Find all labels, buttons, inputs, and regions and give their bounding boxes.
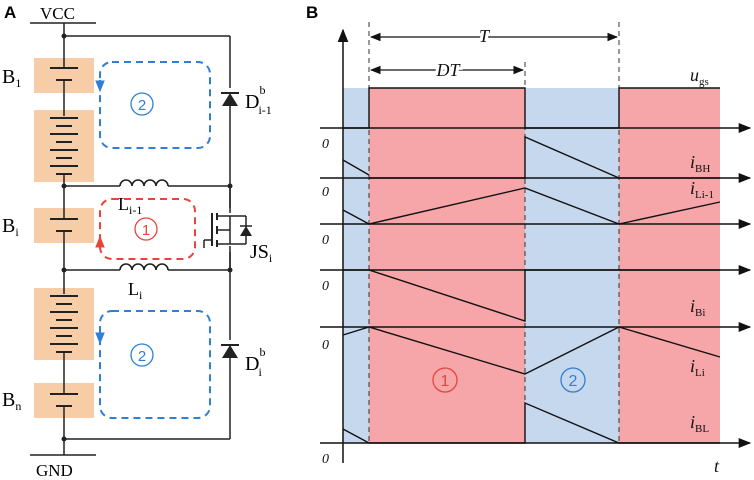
battery-b1-label: B1 (2, 66, 21, 90)
region-blue-1 (343, 88, 369, 443)
waveform-lines (342, 87, 721, 444)
zero-label: 0 (322, 338, 329, 353)
vcc-label: VCC (40, 4, 75, 23)
inductor-l-i (64, 263, 230, 271)
mosfet-switch (203, 186, 252, 270)
zero-label: 0 (322, 233, 329, 248)
svg-text:2: 2 (138, 348, 146, 365)
panel-a-circuit: A VCC GND (2, 3, 273, 480)
panel-a-label: A (4, 3, 16, 22)
svg-text:2: 2 (138, 97, 146, 114)
gnd-label: GND (36, 461, 73, 480)
signal-label-ibl: iBL (690, 412, 709, 435)
region-pink-1 (369, 88, 525, 443)
mosfet-label: JSi (250, 241, 273, 265)
zero-label: 0 (322, 452, 329, 467)
svg-text:2: 2 (569, 373, 578, 390)
signal-labels: ugs iBH iLi-1 iBi iLi iBL (690, 65, 714, 435)
zero-label: 0 (322, 185, 329, 200)
inductor-l-prev-label: Li-1 (118, 194, 142, 217)
ibh-wave (342, 135, 720, 179)
inductor-l-i-label: Li (128, 279, 143, 302)
signal-label-ili-prev: iLi-1 (690, 178, 714, 201)
signal-label-ibh: iBH (690, 152, 710, 175)
svg-text:1: 1 (441, 373, 450, 390)
zero-labels: 0 0 0 0 0 0 (322, 137, 329, 467)
diode-top (221, 88, 239, 106)
signal-label-ugs: ugs (690, 65, 709, 88)
ugs-wave (343, 87, 720, 129)
duty-label: DT (435, 60, 461, 80)
svg-text:1: 1 (142, 222, 150, 239)
diode-bottom (221, 340, 239, 358)
loop-top: ② 2 (95, 61, 211, 149)
battery-bi-label: Bi (2, 215, 19, 239)
loop-bottom: ② 2 (95, 310, 211, 419)
inductor-l-prev (64, 179, 230, 187)
t-axis-label: t (714, 456, 720, 476)
panel-b-waveforms: B T DT 0 0 0 0 0 (306, 3, 752, 476)
zero-label: 0 (322, 137, 329, 152)
region-blue-2 (525, 88, 619, 443)
period-label: T (479, 26, 491, 46)
battery-cells (50, 67, 78, 407)
ibl-wave (342, 401, 720, 444)
signal-label-ili: iLi (690, 356, 705, 379)
ili-prev-wave (342, 187, 721, 225)
loop-middle: ① 1 (95, 198, 196, 260)
battery-bn-label: Bn (2, 389, 21, 413)
ibi-wave (343, 269, 720, 322)
signal-label-ibi: iBi (690, 296, 705, 319)
region-pink-2 (619, 88, 720, 443)
ili-wave (342, 326, 721, 375)
zero-label: 0 (322, 279, 329, 294)
panel-b-label: B (306, 3, 318, 22)
